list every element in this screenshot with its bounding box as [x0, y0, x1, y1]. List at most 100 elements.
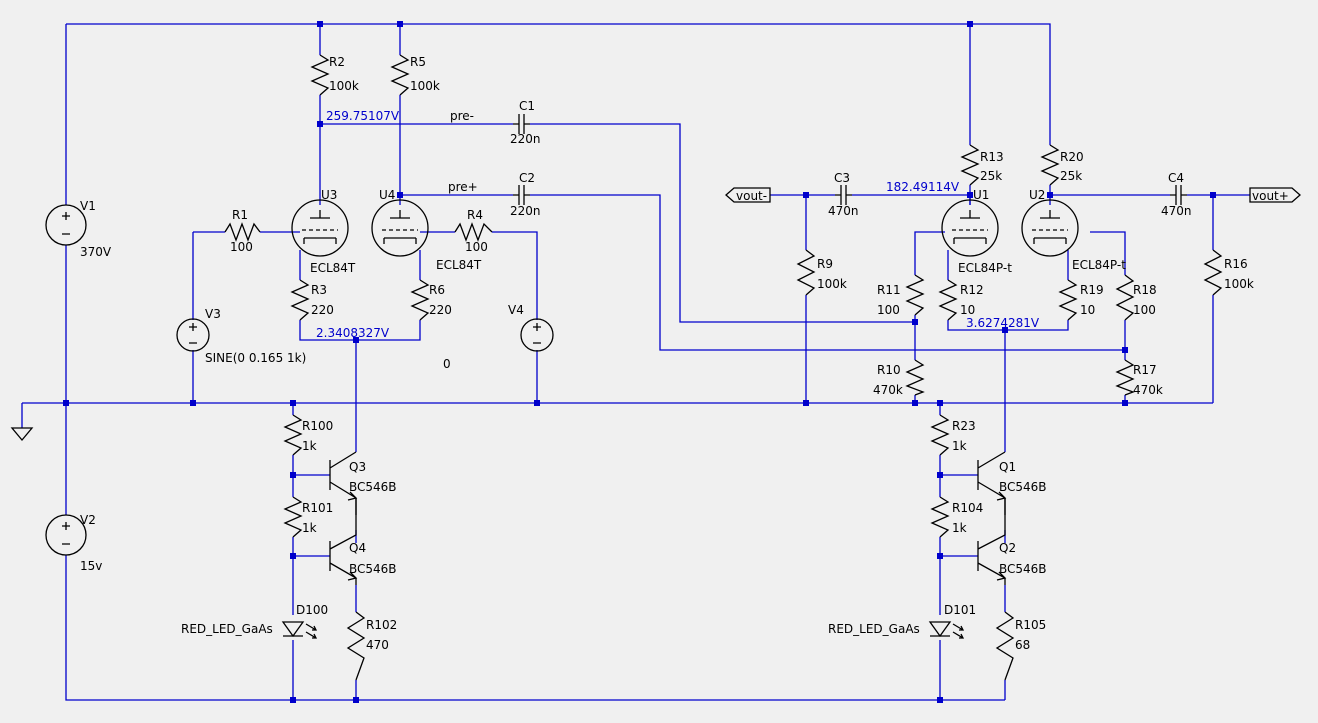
label-R105-val: 68 [1015, 638, 1030, 652]
resistor-R17 [1115, 359, 1135, 396]
port-label-vout-plus: vout+ [1252, 189, 1289, 203]
label-R104-ref: R104 [952, 501, 983, 515]
label-R1-val: 100 [230, 240, 253, 254]
transistor-Q1 [977, 451, 1007, 515]
label-R10-ref: R10 [877, 363, 901, 377]
label-R17-ref: R17 [1133, 363, 1157, 377]
label-C1-val: 220n [510, 132, 541, 146]
label-R17-val: 470k [1133, 383, 1163, 397]
label-R100-val: 1k [302, 439, 317, 453]
label-R2-ref: R2 [329, 55, 345, 69]
transistor-Q3 [329, 451, 358, 515]
label-R19-val: 10 [1080, 303, 1095, 317]
label-U1-val: ECL84P-t [958, 261, 1012, 275]
resistor-R2 [310, 54, 330, 96]
resistor-R9 [796, 249, 816, 296]
label-R18-val: 100 [1133, 303, 1156, 317]
label-R20-val: 25k [1060, 169, 1082, 183]
label-R6-ref: R6 [429, 283, 445, 297]
voltage-source-V3 [176, 318, 210, 352]
voltage-annotation-1: 259.75107V [326, 109, 400, 123]
label-V2-val: 15v [80, 559, 102, 573]
capacitor-C3 [835, 185, 852, 205]
label-R104-val: 1k [952, 521, 967, 535]
label-R20-ref: R20 [1060, 150, 1084, 164]
port-label-vout-minus: vout- [736, 189, 767, 203]
label-R5-ref: R5 [410, 55, 426, 69]
label-R3-val: 220 [311, 303, 334, 317]
label-U2-ref: U2 [1029, 188, 1045, 202]
label-R2-val: 100k [329, 79, 359, 93]
resistor-R19 [1058, 279, 1078, 321]
resistor-R102 [346, 611, 366, 681]
label-R19-ref: R19 [1080, 283, 1104, 297]
label-R101-ref: R101 [302, 501, 333, 515]
label-Q4-val: BC546B [349, 562, 397, 576]
label-U3-ref: U3 [321, 188, 337, 202]
label-V1-ref: V1 [80, 199, 96, 213]
label-R16-ref: R16 [1224, 257, 1248, 271]
label-C2-ref: C2 [519, 171, 535, 185]
resistor-R5 [390, 54, 410, 96]
label-R18-ref: R18 [1133, 283, 1157, 297]
label-R102-ref: R102 [366, 618, 397, 632]
label-V1-val: 370V [80, 245, 112, 259]
tube-U4 [371, 199, 429, 257]
label-R12-ref: R12 [960, 283, 984, 297]
label-U1-ref: U1 [973, 188, 989, 202]
capacitor-C4 [1170, 185, 1187, 205]
label-R6-val: 220 [429, 303, 452, 317]
label-R23-ref: R23 [952, 419, 976, 433]
label-R9-val: 100k [817, 277, 847, 291]
label-U4-ref: U4 [379, 188, 395, 202]
label-Q1-ref: Q1 [999, 460, 1016, 474]
net-label-pre-plus: pre+ [448, 180, 478, 194]
voltage-annotation-4: 3.6274281V [966, 316, 1040, 330]
capacitor-C1 [513, 114, 530, 134]
resistor-R13 [960, 144, 980, 186]
label-R16-val: 100k [1224, 277, 1254, 291]
voltage-source-V1 [45, 204, 87, 246]
tube-U1 [941, 199, 999, 257]
resistor-R105 [995, 611, 1015, 681]
transistor-Q4 [329, 530, 358, 585]
resistor-R23 [930, 414, 950, 456]
port-vout-minus [725, 187, 771, 203]
label-D100-ref: D100 [296, 603, 328, 617]
label-R101-val: 1k [302, 521, 317, 535]
voltage-source-V2 [45, 514, 87, 556]
label-V3-ref: V3 [205, 307, 221, 321]
label-Q3-ref: Q3 [349, 460, 366, 474]
resistor-R18 [1115, 274, 1135, 321]
label-R9-ref: R9 [817, 257, 833, 271]
wires [21, 23, 1250, 701]
resistor-R3 [290, 279, 310, 321]
label-R100-ref: R100 [302, 419, 333, 433]
label-D101-val: RED_LED_GaAs [828, 622, 920, 636]
tube-U2 [1021, 199, 1079, 257]
label-V4-ref: V4 [508, 303, 524, 317]
label-R4-ref: R4 [467, 208, 483, 222]
junctions [63, 21, 1216, 703]
label-C2-val: 220n [510, 204, 541, 218]
label-R13-val: 25k [980, 169, 1002, 183]
transistor-Q2 [977, 530, 1007, 585]
label-R3-ref: R3 [311, 283, 327, 297]
label-C3-ref: C3 [834, 171, 850, 185]
label-C4-val: 470n [1161, 204, 1192, 218]
resistor-R101 [283, 496, 303, 538]
label-R10-val: 470k [873, 383, 903, 397]
label-U4-val: ECL84T [436, 258, 482, 272]
label-Q2-ref: Q2 [999, 541, 1016, 555]
voltage-annotation-3: 182.49114V [886, 180, 960, 194]
resistor-R1 [224, 222, 261, 242]
label-R105-ref: R105 [1015, 618, 1046, 632]
label-U2-val: ECL84P-t [1072, 258, 1126, 272]
label-R11-val: 100 [877, 303, 900, 317]
label-R23-val: 1k [952, 439, 967, 453]
label-R13-ref: R13 [980, 150, 1004, 164]
label-R102-val: 470 [366, 638, 389, 652]
label-R1-ref: R1 [232, 208, 248, 222]
net-label-zero: 0 [443, 357, 451, 371]
